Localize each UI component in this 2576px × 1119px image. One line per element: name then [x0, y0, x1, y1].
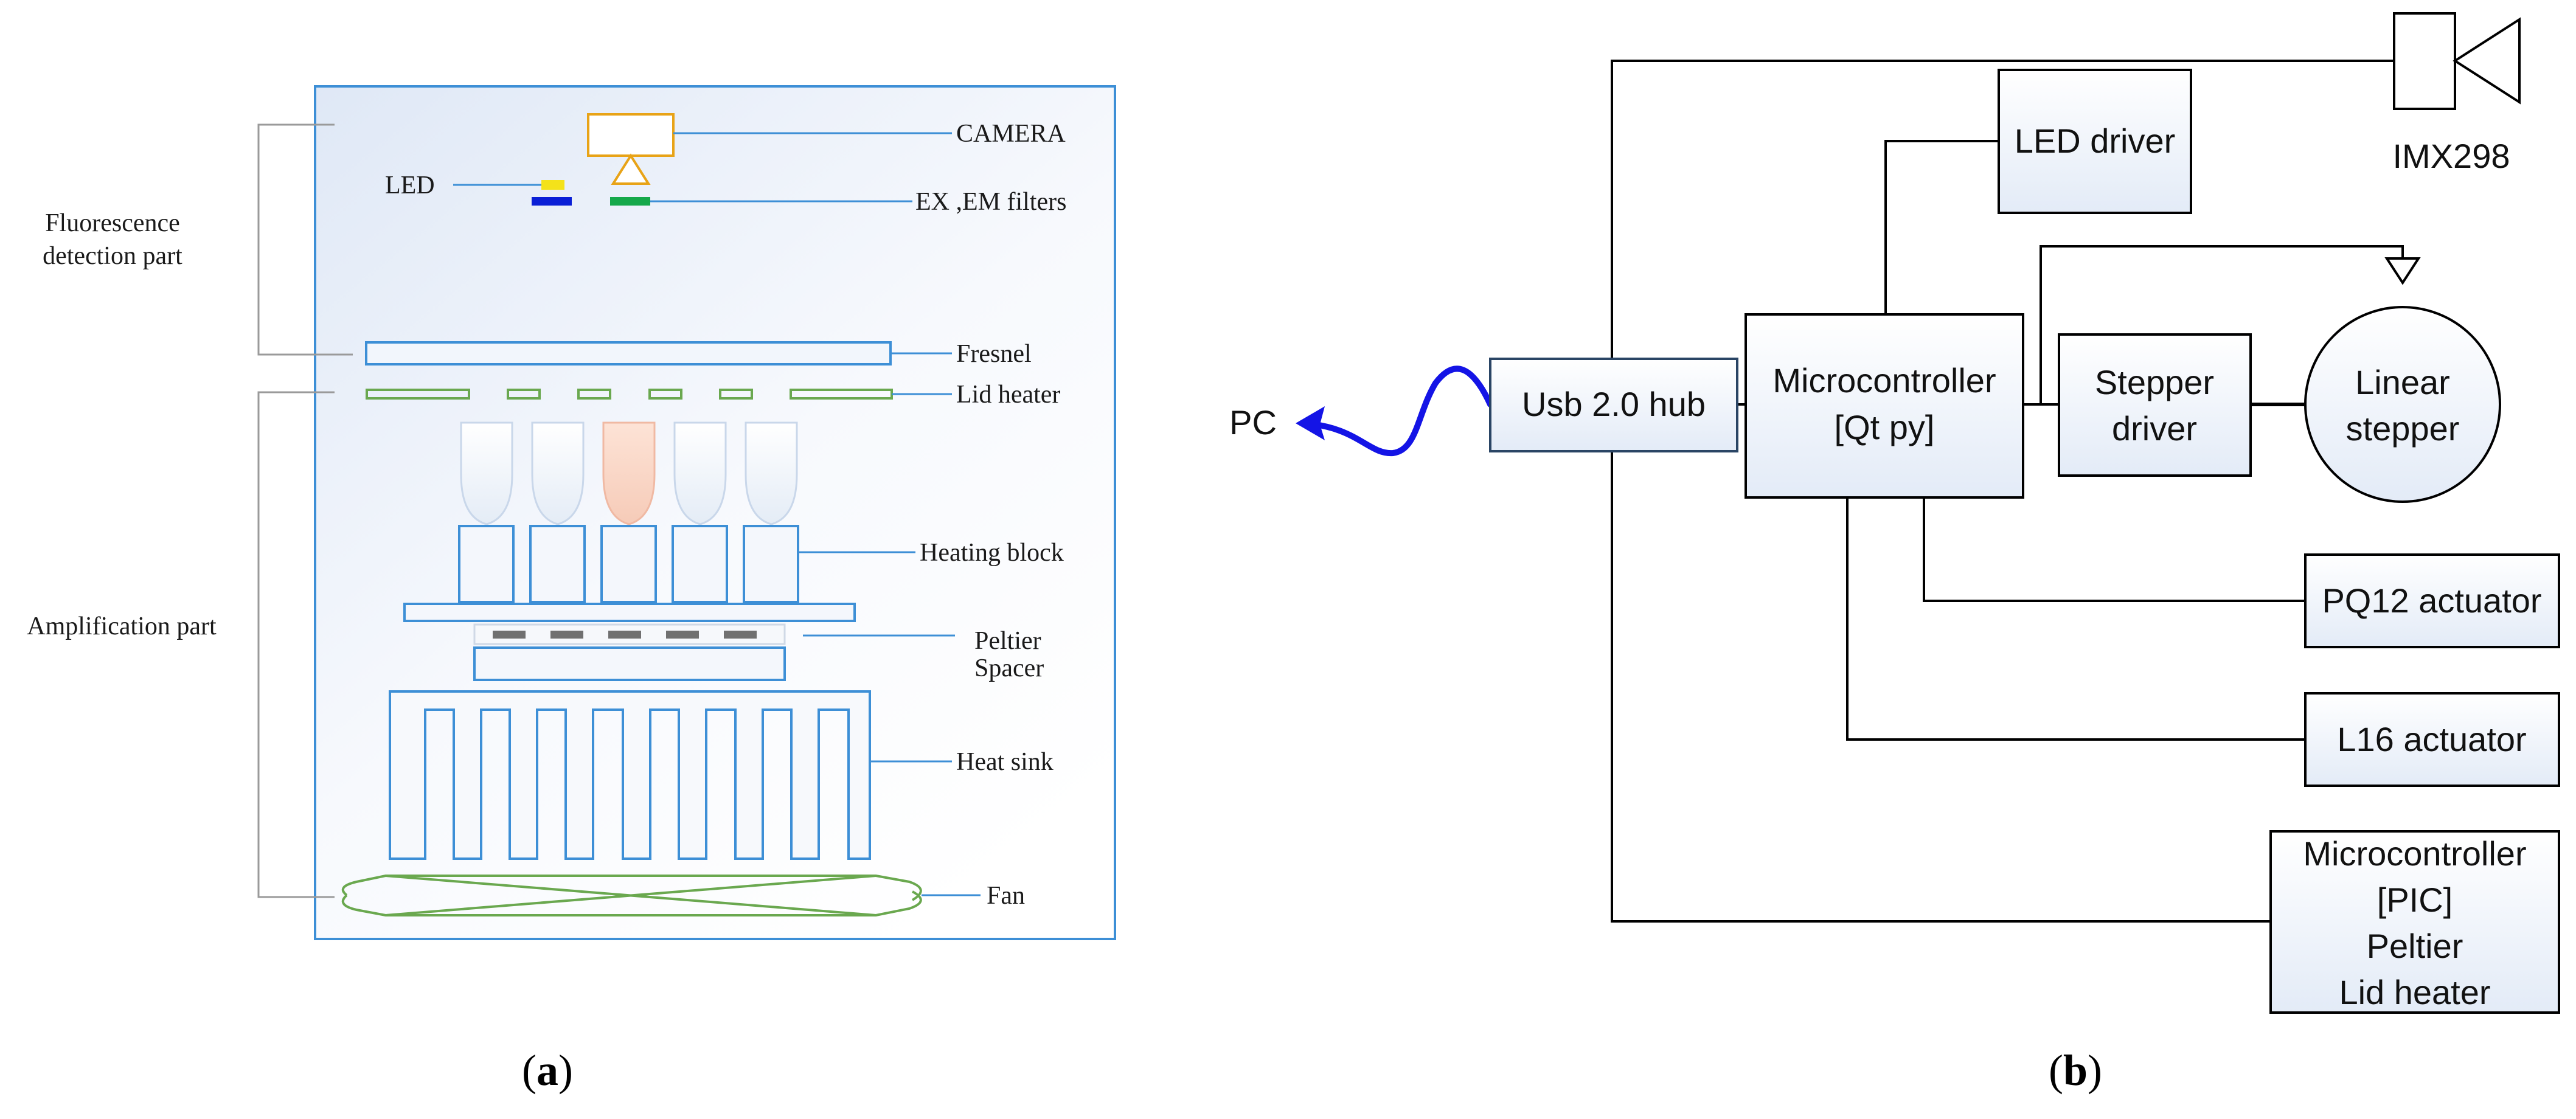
fluorescence-label-line1: Fluorescence — [45, 209, 180, 237]
lid-heater-segment — [507, 389, 541, 400]
pcr-tube-sample — [602, 421, 656, 525]
led-driver-box — [1998, 69, 2192, 214]
heating-well — [600, 525, 657, 603]
fan-label: Fan — [987, 882, 1025, 910]
mcu-pic-box — [2269, 830, 2560, 1014]
led-label: LED — [385, 171, 435, 199]
caption-a: (a) — [522, 1046, 573, 1095]
mcu-pic-label-line2: [PIC] — [2377, 881, 2453, 919]
filters-label: EX ,EM filters — [915, 188, 1066, 216]
lid-heater-segment — [719, 389, 753, 400]
peltier-cells — [493, 631, 757, 639]
panel-a: Fluorescence detection part Amplificatio… — [27, 85, 1116, 1095]
mcu-pic-label-line3: Peltier — [2367, 927, 2463, 965]
fresnel-label: Fresnel — [956, 340, 1032, 368]
wire-mcu-to-l16 — [1846, 497, 2305, 741]
camera-lens — [611, 153, 651, 185]
pcr-tube — [673, 421, 727, 525]
heating-well — [529, 525, 586, 603]
peltier-cell — [724, 631, 757, 639]
wiring — [1611, 60, 2404, 923]
peltier-cell — [608, 631, 641, 639]
heating-well — [458, 525, 515, 603]
heating-plate — [403, 603, 856, 622]
usb-hub-box — [1489, 358, 1738, 452]
led-chip — [541, 180, 564, 190]
pcr-tube — [531, 421, 585, 525]
peltier-label: Peltier — [974, 627, 1041, 655]
linear-stepper-label-line1: Linear — [2355, 363, 2450, 401]
lid-heater-label: Lid heater — [956, 381, 1060, 409]
wire-stepper-to-limit — [2040, 245, 2404, 404]
fan-cross — [385, 875, 877, 916]
heating-block-label: Heating block — [920, 539, 1064, 567]
stepper-driver-label-line2: driver — [2112, 409, 2197, 448]
spacer-label: Spacer — [974, 654, 1044, 682]
lid-heater-segment — [577, 389, 611, 400]
heating-well — [743, 525, 799, 603]
stepper-driver-box — [2058, 333, 2252, 477]
mcu-pic-label-line1: Microcontroller — [2303, 834, 2526, 873]
mcu-pic-label-line4: Lid heater — [2339, 973, 2490, 1011]
lid-heater-segment — [366, 389, 470, 400]
heat-sink — [389, 690, 871, 860]
pc-arrow-icon — [1296, 406, 1325, 440]
caption-b-letter: b — [2063, 1046, 2088, 1095]
spacer-plate — [473, 646, 786, 681]
lid-heater-segment — [648, 389, 682, 400]
camera-sensor-lens — [2453, 17, 2521, 105]
l16-actuator-box — [2304, 692, 2560, 787]
fan-blade-lower — [341, 890, 922, 916]
panel-b: IMX298 PC Usb 2.0 hub Microcontroller [Q… — [1229, 12, 2560, 1095]
linear-stepper-circle — [2304, 306, 2501, 503]
l16-actuator-label: L16 actuator — [2337, 720, 2526, 758]
camera-sensor-icon — [2393, 12, 2521, 110]
usb-hub-label: Usb 2.0 hub — [1522, 385, 1706, 423]
camera-body — [587, 113, 675, 157]
mcu-qtpy-label-line1: Microcontroller — [1772, 361, 1996, 400]
heating-block — [458, 525, 799, 603]
peltier-cell — [550, 631, 583, 639]
heating-well — [672, 525, 728, 603]
em-filter — [610, 197, 650, 206]
camera-sensor-label: IMX298 — [2393, 137, 2510, 175]
pcr-tube — [460, 421, 513, 525]
heat-sink-label: Heat sink — [956, 748, 1054, 776]
ex-filter — [532, 197, 572, 206]
fresnel-lens — [365, 341, 892, 365]
mcu-qtpy-box — [1745, 313, 2024, 499]
pq12-actuator-box — [2304, 553, 2560, 648]
caption-a-letter: a — [536, 1046, 558, 1095]
wire-usb-to-camera — [1611, 60, 2394, 359]
peltier-cell — [666, 631, 699, 639]
pq12-actuator-label: PQ12 actuator — [2322, 581, 2541, 620]
pc-label: PC — [1229, 403, 1277, 442]
wire-usb-to-pic — [1611, 451, 2271, 923]
peltier-cell — [493, 631, 526, 639]
stepper-driver-label-line1: Stepper — [2095, 363, 2214, 401]
pcr-tube — [745, 421, 798, 525]
camera-sensor-body — [2393, 12, 2456, 110]
amplification-label: Amplification part — [27, 612, 217, 640]
fluorescence-label-line2: detection part — [43, 242, 182, 270]
wire-mcu-to-pq12 — [1923, 497, 2305, 602]
camera-label: CAMERA — [956, 120, 1066, 148]
caption-b: (b) — [2049, 1046, 2102, 1095]
pcr-tubes — [460, 421, 798, 525]
pc-cable — [1299, 365, 1493, 457]
fluorescence-bracket — [257, 123, 353, 356]
mcu-qtpy-label-line2: [Qt py] — [1835, 408, 1935, 446]
wire-mcu-to-led-driver — [1884, 140, 1999, 314]
limit-switch-icon — [2384, 257, 2421, 285]
linear-stepper-label-line2: stepper — [2346, 409, 2460, 448]
lid-heater — [366, 389, 893, 400]
led-driver-label: LED driver — [2015, 122, 2176, 160]
amplification-bracket — [257, 391, 335, 898]
fan-blade-upper — [341, 875, 922, 901]
fan — [341, 875, 922, 916]
